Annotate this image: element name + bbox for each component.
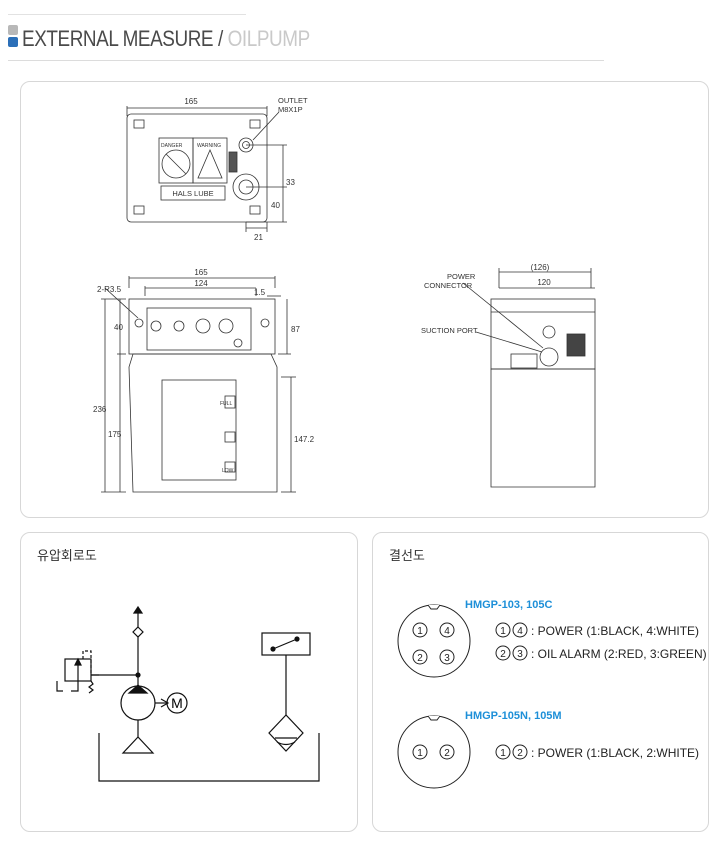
top-width-label: 165 bbox=[184, 97, 198, 106]
front-width-label: 165 bbox=[194, 268, 208, 277]
strainer-symbol bbox=[121, 736, 155, 754]
connector2-pin-2 bbox=[439, 744, 455, 760]
connector1-pin-2 bbox=[412, 649, 428, 665]
svg-text:3: 3 bbox=[517, 649, 523, 660]
connector2-pin-1 bbox=[412, 744, 428, 760]
warning-label: WARNING bbox=[197, 143, 221, 149]
motor-label: M bbox=[171, 695, 183, 711]
connector1-alarm-legend: : OIL ALARM (2:RED, 3:GREEN) bbox=[531, 647, 707, 661]
power-connector-label-2: CONNECTOR bbox=[424, 281, 473, 290]
connector1-pin-3 bbox=[439, 649, 455, 665]
brand-plate-label: HALS LUBE bbox=[172, 189, 213, 198]
svg-text:2: 2 bbox=[517, 748, 523, 759]
dimension-drawing-panel: 165 OUTLET M8X1P 33 40 21 DANGER WARNING… bbox=[20, 81, 709, 518]
side-view-drawing bbox=[462, 268, 596, 488]
wiring-title: 결선도 bbox=[389, 548, 425, 563]
connector1-outline bbox=[397, 604, 471, 678]
outlet-thread-label: M8X1P bbox=[278, 105, 303, 114]
wiring-diagram: HMGP-103, 105C 1 4 2 3 1 4 : POWER (1:BL… bbox=[397, 599, 707, 789]
dimension-drawing: 165 OUTLET M8X1P 33 40 21 DANGER WARNING… bbox=[93, 96, 596, 493]
svg-text:4: 4 bbox=[444, 626, 450, 637]
motor-symbol bbox=[166, 692, 188, 714]
wiring-diagram-panel: 결선도 HMGP-103, 105C 1 4 2 3 1 4 : POWER (… bbox=[372, 532, 709, 832]
dim-87-label: 87 bbox=[291, 325, 300, 334]
float-filter-symbol bbox=[268, 714, 304, 752]
title-sub: OILPUMP bbox=[227, 26, 311, 51]
low-label: LOW bbox=[222, 468, 234, 474]
svg-text:2: 2 bbox=[444, 748, 450, 759]
dim-33-label: 33 bbox=[286, 178, 295, 187]
side-body-width-label: 120 bbox=[537, 278, 551, 287]
svg-text:1: 1 bbox=[417, 748, 423, 759]
dim-147-2-label: 147.2 bbox=[294, 435, 315, 444]
header-top-rule bbox=[8, 14, 246, 15]
connector2-power-legend: : POWER (1:BLACK, 2:WHITE) bbox=[531, 746, 699, 760]
front-view-drawing bbox=[101, 276, 296, 493]
title-main: EXTERNAL MEASURE bbox=[22, 26, 214, 51]
dim-175-label: 175 bbox=[108, 430, 122, 439]
hole-label: 2-R3.5 bbox=[97, 285, 122, 294]
dim-1-5-label: 1.5 bbox=[254, 288, 266, 297]
connector1-power-legend: : POWER (1:BLACK, 4:WHITE) bbox=[531, 624, 699, 638]
svg-text:1: 1 bbox=[500, 626, 506, 637]
svg-text:1: 1 bbox=[500, 748, 506, 759]
connector1-model-label: HMGP-103, 105C bbox=[465, 599, 552, 611]
side-overall-width-label: (126) bbox=[531, 263, 550, 272]
suction-port-label: SUCTION PORT bbox=[421, 326, 478, 335]
danger-label: DANGER bbox=[161, 143, 183, 149]
svg-text:3: 3 bbox=[444, 653, 450, 664]
dim-40-front-label: 40 bbox=[114, 323, 123, 332]
outlet-label: OUTLET bbox=[278, 96, 308, 105]
hydraulic-circuit-panel: 유압회로도 bbox=[20, 532, 358, 832]
front-inner-width-label: 124 bbox=[194, 279, 208, 288]
top-view-drawing bbox=[126, 106, 287, 232]
svg-text:1: 1 bbox=[417, 626, 423, 637]
header-rule bbox=[8, 60, 604, 61]
power-connector-label: POWER bbox=[447, 272, 476, 281]
full-label: FULL bbox=[220, 401, 232, 407]
connector2-outline bbox=[397, 715, 471, 789]
dim-236-label: 236 bbox=[93, 405, 107, 414]
page-title: EXTERNAL MEASURE / OILPUMP bbox=[22, 26, 310, 52]
hydraulic-diagram: M bbox=[56, 605, 320, 782]
svg-text:4: 4 bbox=[517, 626, 523, 637]
dim-21-label: 21 bbox=[254, 233, 263, 242]
hydraulic-title: 유압회로도 bbox=[37, 548, 97, 563]
connector1-pin-4 bbox=[439, 622, 455, 638]
svg-text:2: 2 bbox=[500, 649, 506, 660]
connector1-pin-1 bbox=[412, 622, 428, 638]
connector2-model-label: HMGP-105N, 105M bbox=[465, 710, 562, 722]
tank-outline bbox=[98, 733, 320, 782]
svg-text:2: 2 bbox=[417, 653, 423, 664]
page-header: EXTERNAL MEASURE / OILPUMP bbox=[8, 14, 604, 62]
title-separator: / bbox=[217, 26, 223, 51]
dim-40-label: 40 bbox=[271, 201, 280, 210]
